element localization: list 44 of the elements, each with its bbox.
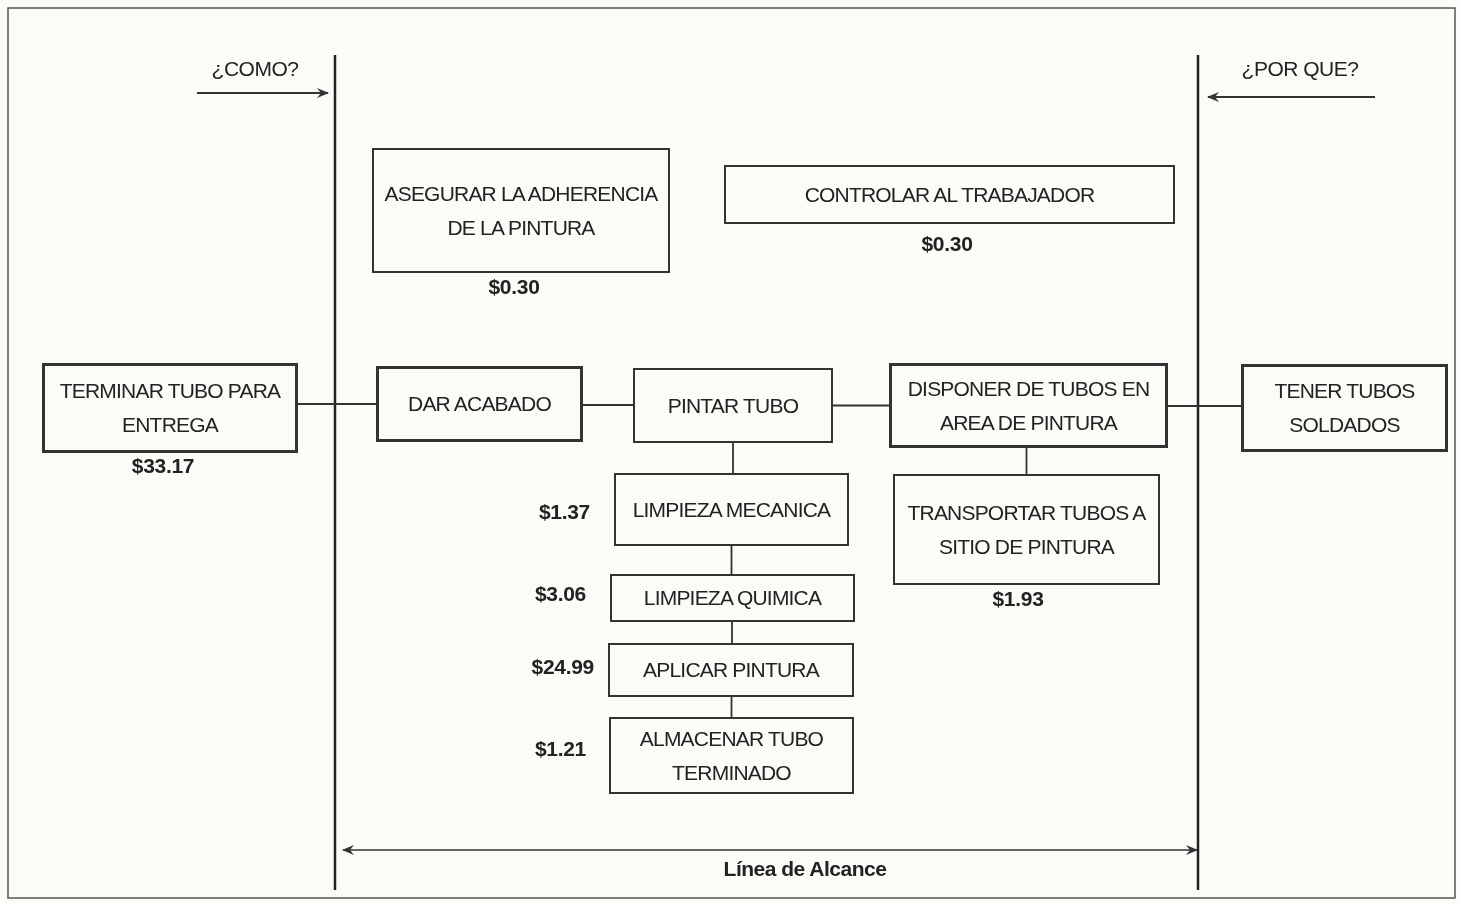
function-text: LIMPIEZA MECANICA [632,496,831,523]
function-text: TRANSPORTAR TUBOS A SITIO DE PINTURA [906,499,1147,560]
function-box [609,717,854,794]
cost-label: $33.17 [131,454,195,478]
function-box [724,165,1175,224]
function-box [893,474,1160,585]
function-text: ASEGURAR LA ADHERENCIA DE LA PINTURA [383,180,659,241]
function-box [633,368,833,443]
connector-line [1025,447,1028,475]
function-box [42,363,298,453]
scope-label: Línea de Alcance [723,857,887,881]
function-text: CONTROLAR AL TRABAJADOR [804,181,1095,208]
direction-label: ¿COMO? [211,57,299,81]
function-box [889,363,1168,448]
connector-line [732,442,734,474]
cost-label: $3.06 [534,582,586,606]
function-box [610,574,855,622]
function-text: TERMINAR TUBO PARA ENTREGA [58,378,282,438]
cost-label: $1.37 [538,500,590,524]
function-text: PINTAR TUBO [667,392,799,419]
function-text: LIMPIEZA QUIMICA [643,585,822,612]
function-box [1241,364,1448,452]
connector-line [832,404,890,407]
direction-label: ¿POR QUE? [1241,57,1359,81]
function-text: TENER TUBOS SOLDADOS [1273,378,1416,438]
connector-line [731,621,733,644]
cost-label: $1.21 [534,737,586,761]
connector-line [582,404,634,406]
connector-line [297,403,377,405]
cost-label: $1.93 [992,587,1044,611]
function-box [614,473,849,546]
function-box [372,148,670,273]
connector-line [1167,405,1242,407]
function-text: DAR ACABADO [408,391,551,418]
cost-label: $0.30 [921,232,973,256]
function-text: DISPONER DE TUBOS EN AREA DE PINTURA [906,375,1151,436]
cost-label: $0.30 [488,275,540,299]
function-text: APLICAR PINTURA [643,657,819,684]
function-box [608,643,854,697]
cost-label: $24.99 [531,655,594,679]
function-text: ALMACENAR TUBO TERMINADO [638,725,825,786]
connector-line [730,696,733,718]
connector-line [730,545,733,575]
function-box [376,366,583,442]
